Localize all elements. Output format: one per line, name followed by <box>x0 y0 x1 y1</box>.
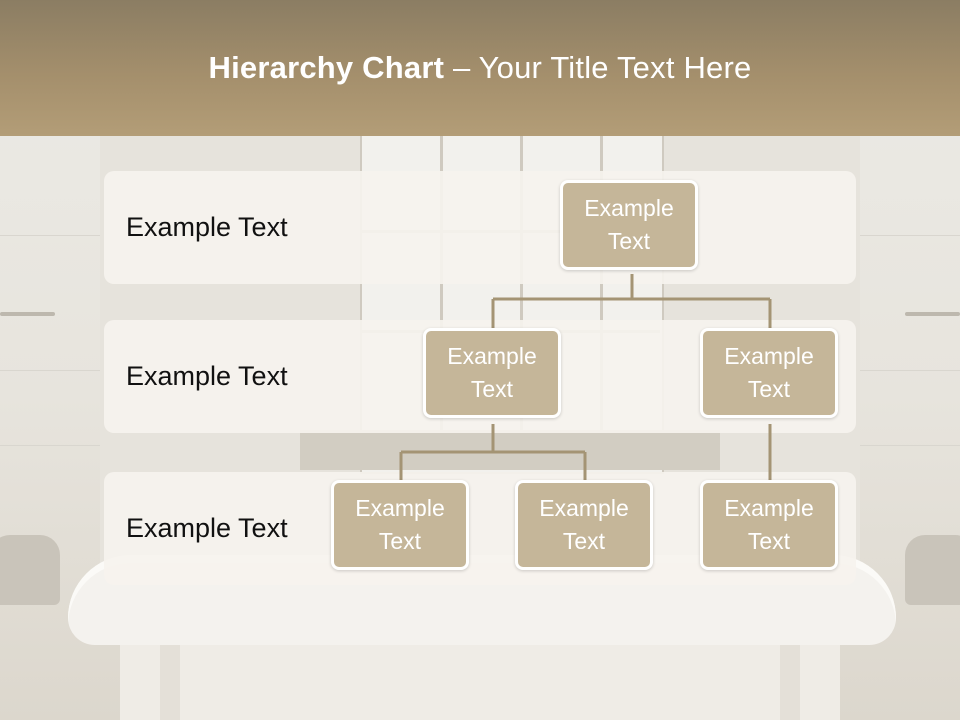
node-level3-b-label: Example Text <box>539 495 629 554</box>
node-level3-c[interactable]: Example Text <box>700 480 838 570</box>
node-level3-b[interactable]: Example Text <box>515 480 653 570</box>
node-level2-left-label: Example Text <box>447 343 537 402</box>
slide-title: Hierarchy Chart – Your Title Text Here <box>209 50 752 86</box>
title-bar: Hierarchy Chart – Your Title Text Here <box>0 0 960 136</box>
node-level2-right-label: Example Text <box>724 343 814 402</box>
row-label-1: Example Text <box>126 212 288 242</box>
node-level3-c-label: Example Text <box>724 495 814 554</box>
slide-title-bold: Hierarchy Chart <box>208 50 445 85</box>
row-label-2: Example Text <box>126 361 288 391</box>
slide-title-rest: – Your Title Text Here <box>444 50 752 85</box>
row-band-1 <box>104 171 856 284</box>
node-level3-a-label: Example Text <box>355 495 445 554</box>
node-level2-right[interactable]: Example Text <box>700 328 838 418</box>
node-root[interactable]: Example Text <box>560 180 698 270</box>
node-root-label: Example Text <box>584 195 674 254</box>
node-level2-left[interactable]: Example Text <box>423 328 561 418</box>
node-level3-a[interactable]: Example Text <box>331 480 469 570</box>
row-label-3: Example Text <box>126 513 288 543</box>
